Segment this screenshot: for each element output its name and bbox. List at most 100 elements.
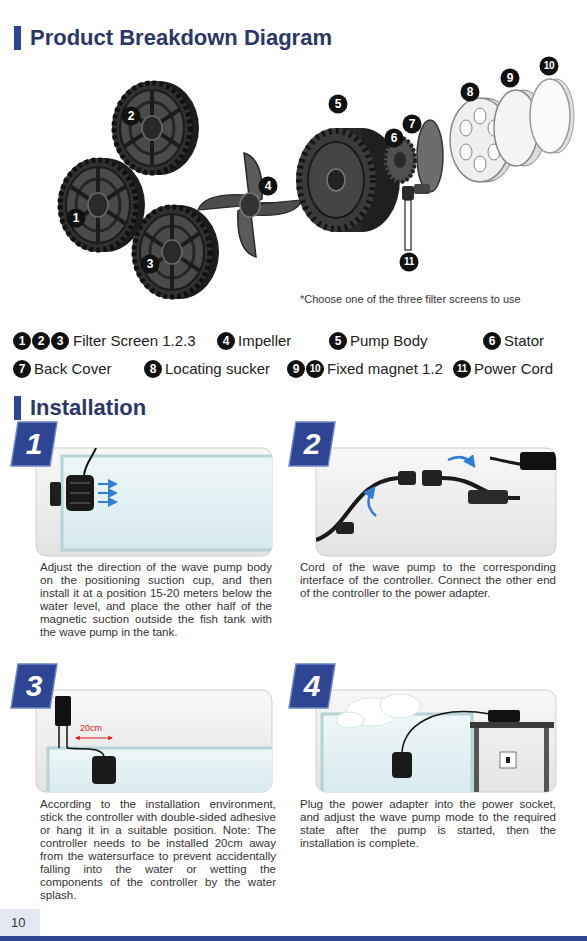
callout-number: 2 [32, 332, 50, 350]
callout-number: 11 [453, 360, 471, 378]
stator-part [394, 152, 406, 168]
callout-number: 3 [141, 255, 159, 273]
step-photo-part-part [98, 501, 116, 503]
step-photo-part-part [368, 488, 376, 516]
callout-circle [540, 57, 559, 76]
part-name: Impeller [238, 332, 291, 350]
locating-sucker-part [460, 120, 472, 136]
step-photo-part [322, 694, 554, 792]
heading-bar [14, 26, 21, 50]
step-photo-part-part [520, 452, 556, 470]
step-photo-part [50, 448, 272, 550]
step-photo-part-part [336, 522, 354, 534]
callout-number: 4 [217, 332, 235, 350]
callout-circle [32, 332, 50, 350]
callout-circle [141, 255, 160, 274]
step-number: 2 [292, 422, 332, 466]
step-caption: Plug the power adapter into the power so… [300, 798, 556, 850]
callout-circle [287, 360, 305, 378]
callout-circle [403, 115, 422, 134]
callout-number: 4 [259, 177, 277, 195]
step-photo [316, 690, 556, 798]
callout-number: 8 [461, 83, 479, 101]
callout-circle [461, 83, 480, 102]
heading-bar [14, 396, 21, 420]
filter-screen [112, 81, 199, 175]
step-photo-part [316, 452, 556, 540]
callout-circle [400, 253, 419, 272]
callout-number: 11 [400, 253, 418, 271]
callout-number: 10 [540, 57, 558, 75]
callout-number: 9 [287, 360, 305, 378]
step-number: 4 [292, 664, 332, 708]
callout-number: 5 [329, 95, 347, 113]
step-photo-part-part [62, 456, 272, 550]
pump-body-part [296, 128, 376, 232]
step-photo-part-part [50, 482, 61, 506]
step-photo-part-part [488, 710, 520, 722]
callout-circle [385, 129, 404, 148]
exploded-view [58, 79, 574, 299]
step-photo-part-part [470, 722, 554, 728]
pump-body-part [299, 131, 373, 229]
step-photo-part-part [70, 502, 90, 504]
step-photo-part-part [380, 694, 420, 718]
page-title: Product Breakdown Diagram [30, 24, 332, 52]
power-cord-part [402, 186, 414, 200]
callout-circle [329, 332, 347, 350]
callout-number: 5 [329, 332, 347, 350]
back-cover [414, 120, 443, 194]
page-number-box [0, 909, 40, 936]
callout-circle [122, 107, 141, 126]
part-name: Back Cover [34, 360, 112, 378]
power-cord [402, 186, 414, 250]
step-photo-part-part [55, 696, 71, 726]
part-name: Locating sucker [165, 360, 270, 378]
step-photo-part-part [70, 492, 90, 494]
callout-circle [144, 360, 162, 378]
footer-bar [0, 936, 587, 941]
footnote: *Choose one of the three filter screens … [300, 292, 521, 306]
callout-number: 10 [306, 360, 324, 378]
locating-sucker-part [474, 156, 486, 172]
step-photo-part-part [448, 457, 474, 466]
step-photo-part-part [500, 752, 516, 768]
part-name: Stator [504, 332, 544, 350]
back-cover-part [414, 184, 430, 194]
step-photo-part-part [92, 756, 116, 784]
step-photo-part-part [468, 490, 508, 504]
callout-circle [483, 332, 501, 350]
step-number: 3 [14, 664, 54, 708]
step-badge [289, 422, 335, 466]
fixed-magnet-part [530, 79, 570, 153]
step-photo-part [48, 696, 272, 792]
step-photo-part-part [98, 483, 116, 485]
step-photo-part-part [544, 728, 549, 792]
step-photo-part-part [58, 726, 60, 748]
part-name: Power Cord [474, 360, 553, 378]
filter-screen [58, 158, 145, 252]
locating-sucker-part [460, 144, 472, 160]
callout-number: 1 [67, 209, 85, 227]
step-photo-part-part [474, 728, 479, 792]
pump-body-part [327, 169, 345, 191]
step-badge [11, 664, 57, 708]
callout-number: 3 [51, 332, 69, 350]
step-photo-part-part [84, 448, 96, 475]
callout-number: 6 [483, 332, 501, 350]
filter-screen [132, 205, 219, 299]
step-photo-part-part [392, 752, 412, 778]
step-photo-part-part [76, 737, 112, 738]
step-photo-part-part [48, 748, 272, 792]
page-number: 10 [11, 915, 25, 931]
callout-circle [259, 177, 278, 196]
callout-circle [217, 332, 235, 350]
callout-circle [501, 69, 520, 88]
back-cover-part [417, 120, 443, 192]
impeller-part [240, 193, 260, 217]
pump-body-part [308, 142, 364, 218]
step-photo [36, 448, 282, 556]
dimension-label: 20cm [80, 723, 102, 734]
callout-number: 9 [501, 69, 519, 87]
